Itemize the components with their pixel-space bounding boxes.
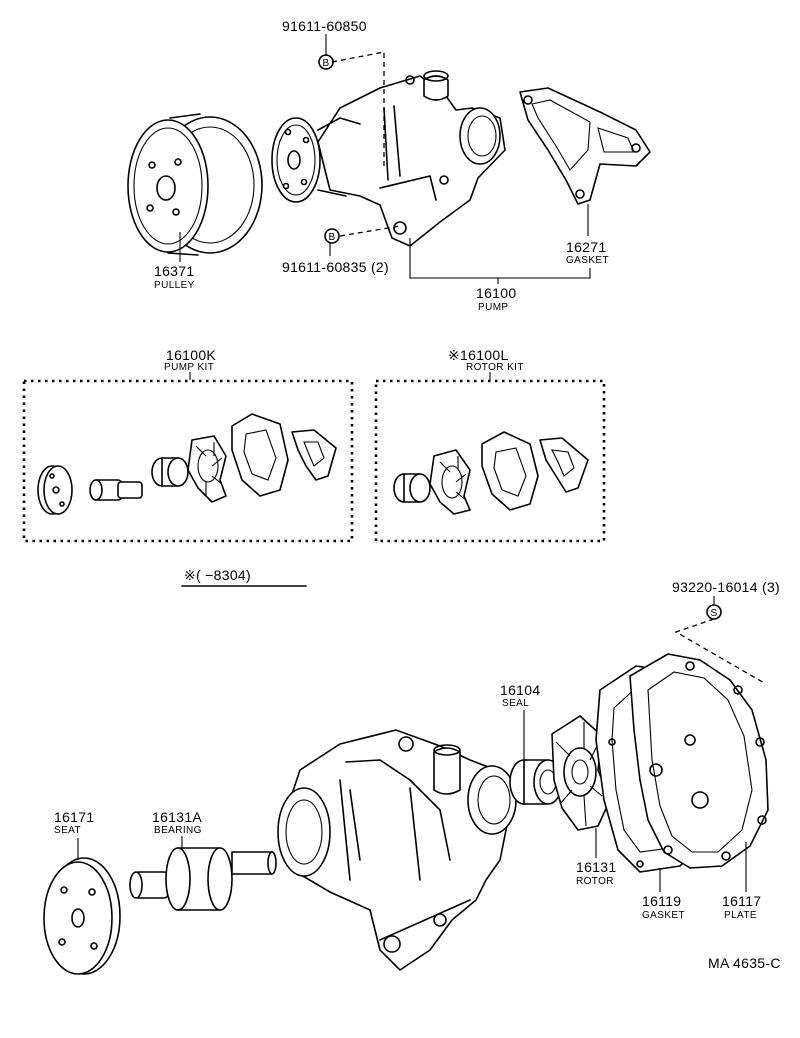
bolt-upper-marker: B bbox=[323, 58, 330, 69]
seat-name: SEAT bbox=[54, 825, 81, 836]
rotor-kit-parts-drawing bbox=[393, 431, 589, 515]
plate-drawing bbox=[629, 653, 769, 869]
seat-number: 16171 bbox=[54, 809, 94, 825]
gasket-bottom-name: GASKET bbox=[642, 910, 685, 921]
top-leader-lines bbox=[179, 34, 591, 284]
gasket-top-name: GASKET bbox=[566, 255, 609, 266]
pulley-drawing bbox=[127, 113, 263, 256]
seal-number: 16104 bbox=[500, 682, 540, 698]
pump-number: 16100 bbox=[476, 285, 516, 301]
gasket-bottom-number: 16119 bbox=[642, 893, 681, 909]
rotor-name: ROTOR bbox=[576, 876, 614, 887]
bolt-marker-lower-circle bbox=[324, 228, 340, 244]
pulley-number: 16371 bbox=[154, 263, 194, 279]
rotor-number: 16131 bbox=[576, 859, 616, 875]
gasket-top-number: 16271 bbox=[566, 239, 606, 255]
rotor-kit-number: ※16100L bbox=[448, 347, 509, 363]
bolt-marker-upper-circle bbox=[318, 54, 334, 70]
bearing-number: 16131A bbox=[152, 809, 202, 825]
pump-kit-box bbox=[22, 379, 354, 543]
plate-number: 16117 bbox=[722, 893, 761, 909]
bolt-lower-label: 91611-60835 (2) bbox=[282, 259, 389, 275]
pump-body-bottom-drawing bbox=[277, 729, 517, 971]
gasket-top-drawing bbox=[519, 87, 651, 205]
screw-dashed-line bbox=[674, 618, 767, 685]
pump-kit-name: PUMP KIT bbox=[164, 362, 214, 373]
pump-body-top-drawing bbox=[271, 70, 506, 247]
period-note: ※( −8304) bbox=[184, 567, 251, 583]
bearing-name: BEARING bbox=[154, 825, 202, 836]
plate-name: PLATE bbox=[724, 910, 757, 921]
drawing-code: MA 4635-C bbox=[708, 955, 781, 971]
bolt-upper-label: 91611-60850 bbox=[282, 18, 367, 34]
pulley-name: PULLEY bbox=[154, 280, 195, 291]
pump-name: PUMP bbox=[478, 302, 509, 313]
rotor-drawing bbox=[551, 715, 611, 831]
seat-drawing bbox=[43, 857, 121, 975]
rotor-kit-box bbox=[374, 379, 606, 543]
bolt-lower-marker: B bbox=[329, 232, 336, 243]
bottom-leader-lines bbox=[77, 710, 747, 892]
rotor-kit-name: ROTOR KIT bbox=[466, 362, 524, 373]
pump-kit-parts-drawing bbox=[37, 413, 337, 515]
bearing-drawing bbox=[129, 847, 277, 911]
screw-marker: S bbox=[711, 608, 718, 619]
screw-label: 93220-16014 (3) bbox=[672, 579, 780, 595]
pump-kit-number: 16100K bbox=[166, 347, 216, 363]
seal-name: SEAL bbox=[502, 698, 529, 709]
